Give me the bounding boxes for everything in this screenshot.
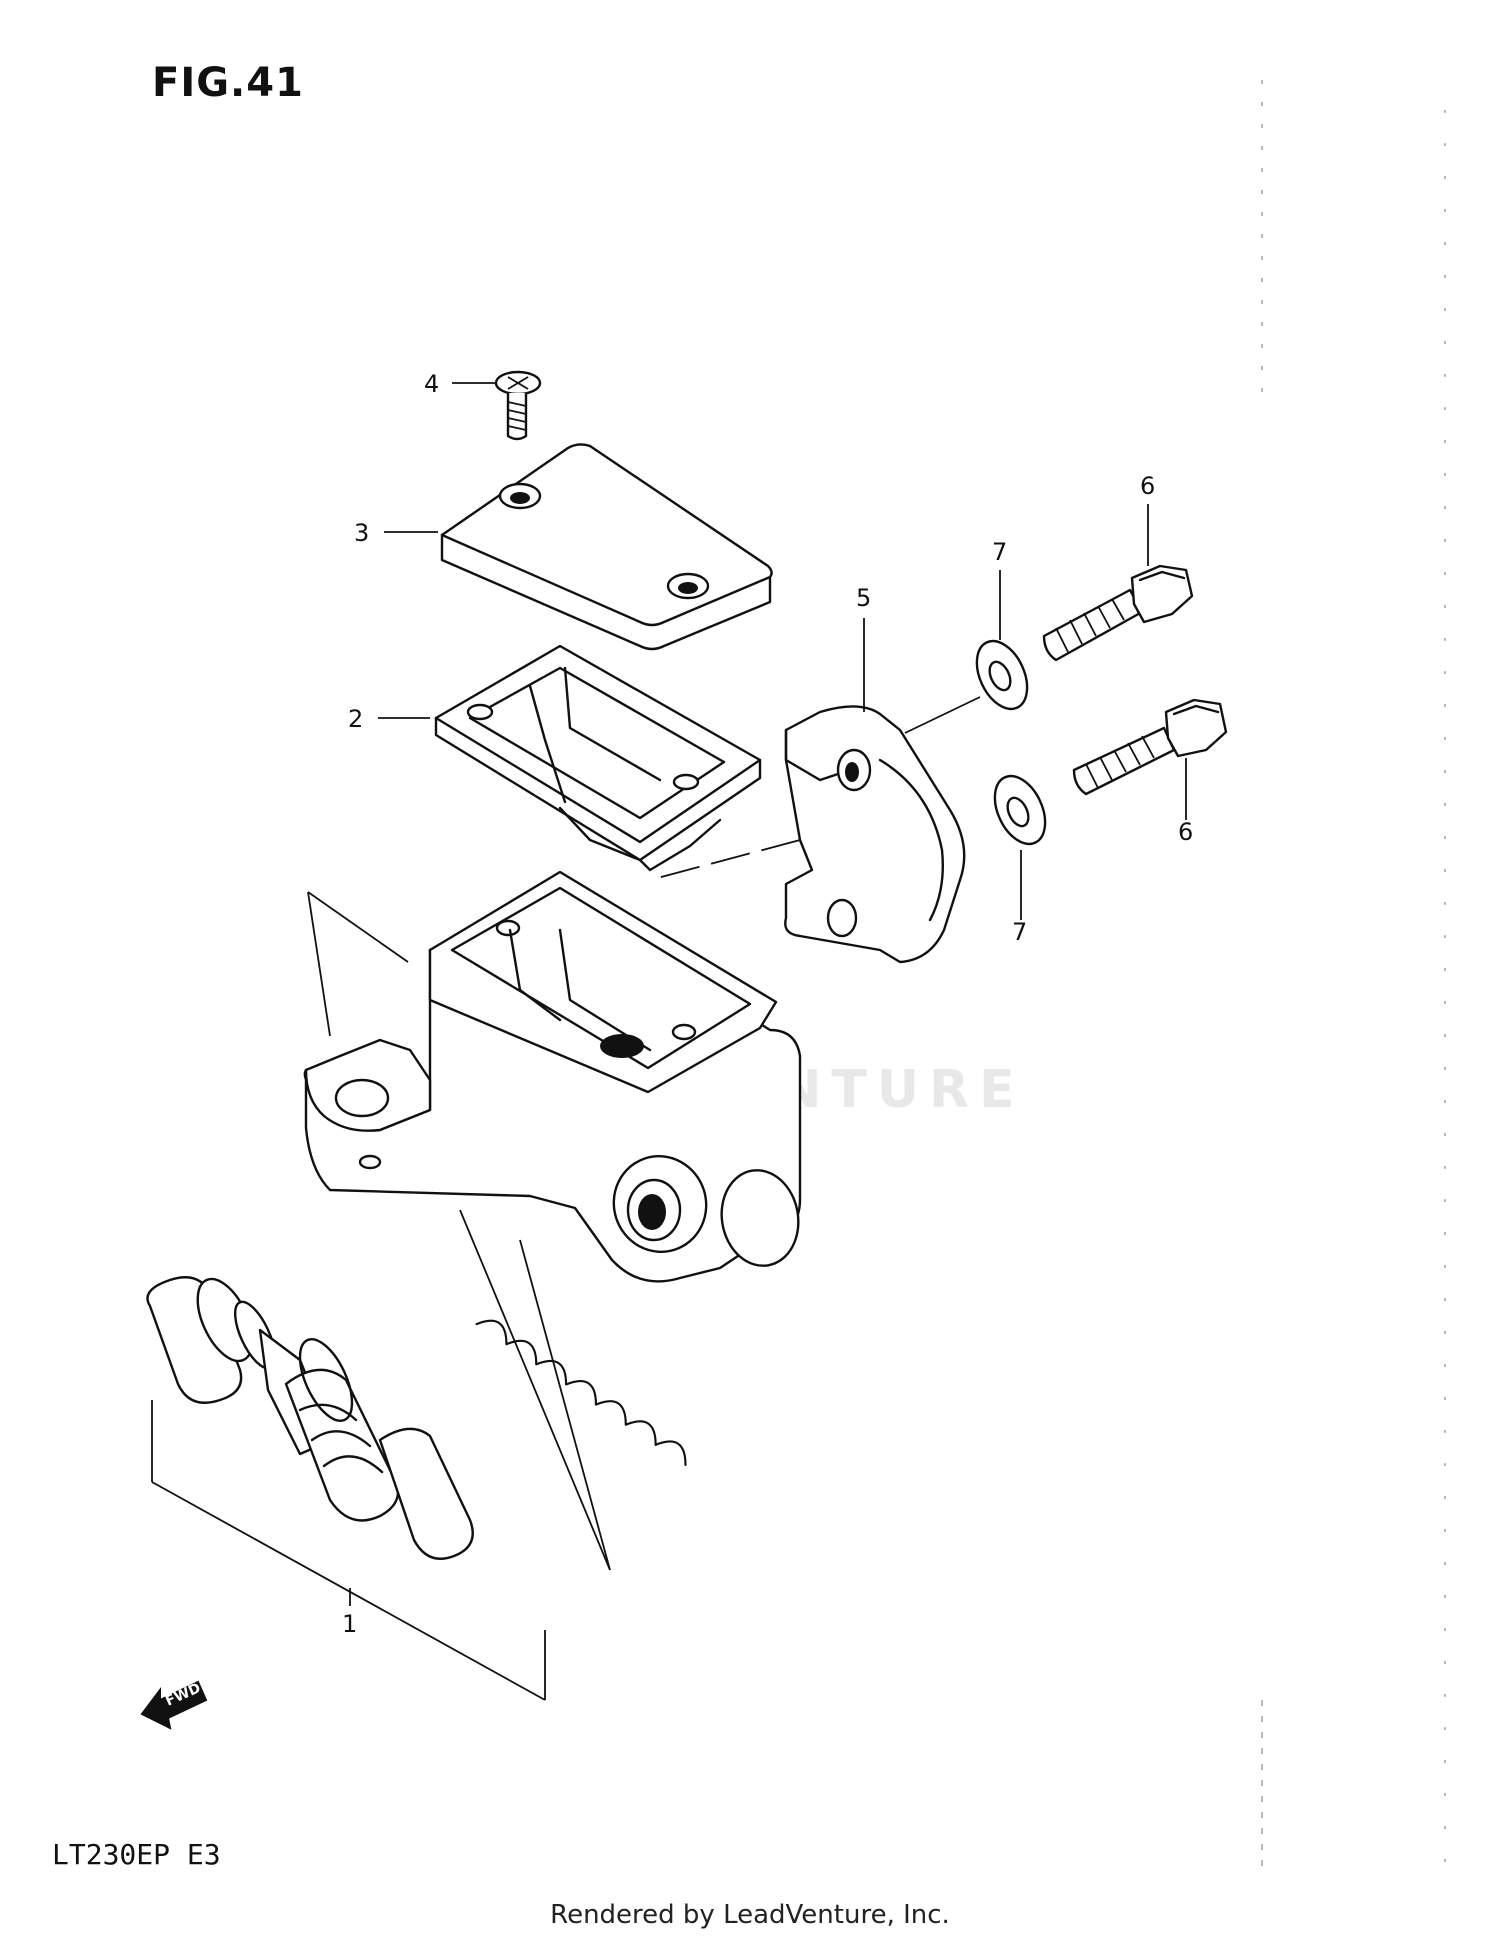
callout-6-lower: 6	[1178, 818, 1193, 846]
callout-6-upper: 6	[1140, 472, 1155, 500]
model-code: LT230EP E3	[52, 1838, 221, 1871]
callout-3: 3	[354, 519, 369, 547]
callout-5: 5	[856, 584, 871, 612]
master-cylinder-body	[303, 870, 802, 1283]
diaphragm-part-2	[434, 644, 762, 872]
callout-4: 4	[424, 370, 439, 398]
washer-part-7-lower	[993, 774, 1047, 846]
bolt-part-6-upper	[1042, 564, 1194, 662]
figure-title: FIG.41	[152, 60, 304, 106]
screw-part-4	[494, 370, 542, 441]
reservoir-cap-part-3	[440, 443, 773, 651]
callout-7-lower: 7	[1012, 918, 1027, 946]
piston-kit-part-1	[146, 1209, 687, 1701]
scan-edge-marks	[1261, 80, 1446, 1880]
callout-7-upper: 7	[992, 538, 1007, 566]
fwd-arrow-icon: FWD	[140, 1680, 208, 1730]
callout-labels: 4 3 2 5 7 7 6 6 1	[342, 370, 1193, 1638]
clamp-part-5	[649, 705, 966, 964]
bolt-part-6-lower	[1072, 698, 1228, 796]
callout-2: 2	[348, 705, 363, 733]
washer-part-7-upper	[975, 639, 1029, 711]
render-credit: Rendered by LeadVenture, Inc.	[550, 1900, 950, 1930]
leader-clamp-to-washer	[904, 696, 981, 734]
callout-leaders	[349, 382, 1187, 1606]
callout-1: 1	[342, 1610, 357, 1638]
